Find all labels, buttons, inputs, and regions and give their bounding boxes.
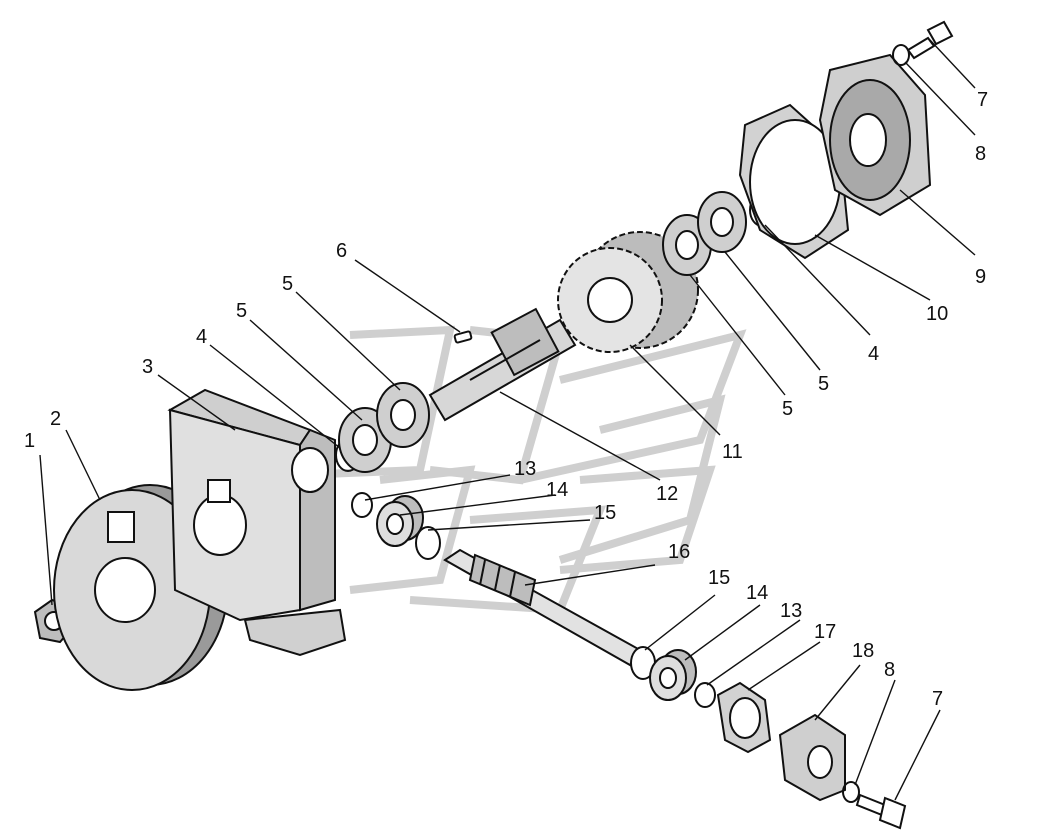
callout-16: 16	[668, 541, 690, 563]
callout-14-left: 14	[546, 479, 568, 501]
part-7-bolt-top	[906, 20, 954, 60]
part-3-housing	[167, 388, 347, 657]
callout-13-left: 13	[514, 458, 536, 480]
callout-7-top: 7	[977, 89, 988, 111]
part-14-bearing-right	[649, 649, 697, 701]
callout-15-right: 15	[708, 567, 730, 589]
callout-labels: 1 2 3 4 5 5 6 7 8 9 10 4 5 5 11 12 13 14…	[24, 89, 988, 710]
part-7-bolt-bottom	[855, 793, 907, 830]
part-12-splined-shaft	[428, 307, 577, 422]
callout-5-left-b: 5	[282, 273, 293, 295]
part-13-ring-right	[694, 682, 716, 708]
callout-5-left-a: 5	[236, 300, 247, 322]
callout-2: 2	[50, 408, 61, 430]
callout-3: 3	[142, 356, 153, 378]
callout-18: 18	[852, 640, 874, 662]
part-5-washer-left-b	[376, 382, 430, 448]
callout-8-top: 8	[975, 143, 986, 165]
callout-4-right: 4	[868, 343, 879, 365]
callout-5-right-b: 5	[782, 398, 793, 420]
part-9-cover	[818, 53, 932, 217]
part-6-key	[453, 330, 473, 344]
leader-lines	[39, 39, 976, 801]
callout-6: 6	[336, 240, 347, 262]
callout-4-left: 4	[196, 326, 207, 348]
part-13-ring-left	[351, 492, 373, 518]
callout-1: 1	[24, 430, 35, 452]
callout-12: 12	[656, 483, 678, 505]
part-15-washer-left	[415, 526, 441, 560]
part-8-washer-bottom	[842, 781, 860, 803]
callout-14-right: 14	[746, 582, 768, 604]
callout-5-right-a: 5	[818, 373, 829, 395]
part-14-bearing-left	[376, 495, 424, 547]
part-8-washer-top	[892, 44, 910, 66]
part-11-gear	[557, 231, 699, 353]
callout-11: 11	[722, 441, 743, 463]
callout-7-bottom: 7	[932, 688, 943, 710]
part-18-end-cap	[778, 713, 846, 802]
part-17-gasket	[716, 681, 772, 754]
part-10-gasket	[738, 103, 850, 260]
callout-10: 10	[926, 303, 948, 325]
callout-17: 17	[814, 621, 836, 643]
callout-13-right: 13	[780, 600, 802, 622]
callout-15-left: 15	[594, 502, 616, 524]
callout-9: 9	[975, 266, 986, 288]
part-5-washer-right-b	[697, 191, 747, 253]
callout-8-bottom: 8	[884, 659, 895, 681]
